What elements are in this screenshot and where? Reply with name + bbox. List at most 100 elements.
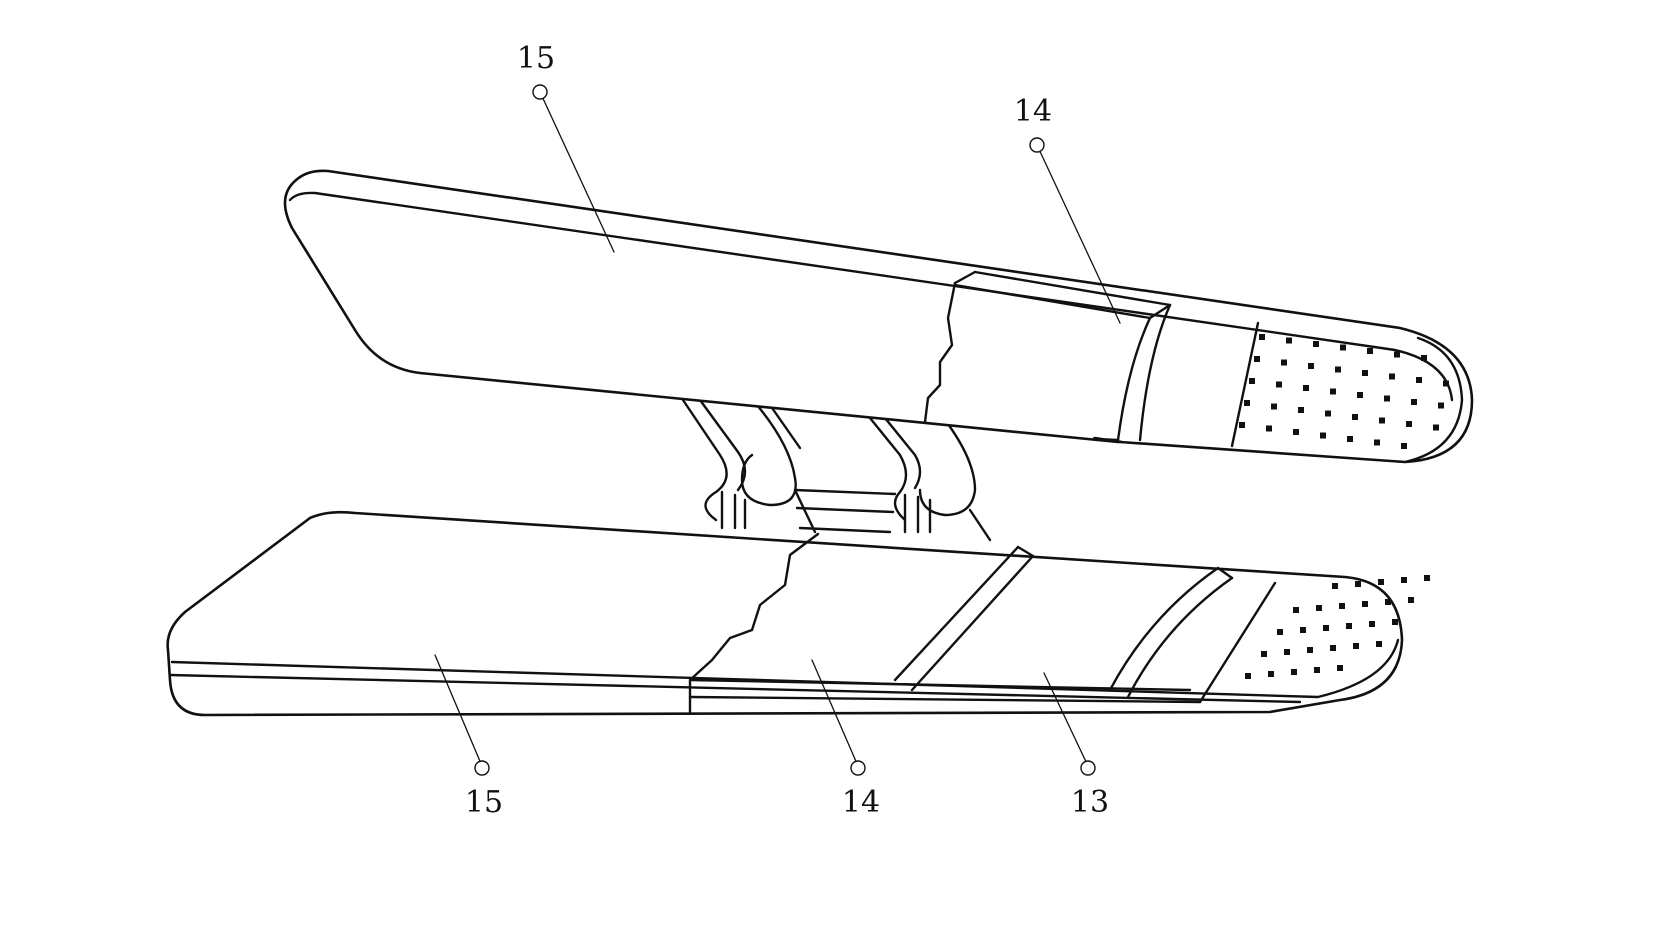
lower-perforation-26 — [1314, 667, 1320, 673]
ref-numeral-top-14: 14 — [1014, 94, 1052, 129]
upper-plate-band-top — [953, 270, 1172, 320]
lower-perforation-15 — [1369, 621, 1375, 627]
upper-perforation-32 — [1266, 425, 1272, 432]
lower-plate-band13-right — [1126, 576, 1234, 699]
hinge-arm-left-inner — [698, 398, 747, 492]
lower-perforation-5 — [1293, 607, 1299, 613]
lower-perforation-27 — [1337, 665, 1343, 671]
upper-perforation-19 — [1357, 392, 1363, 398]
lower-perforation-23 — [1245, 673, 1251, 679]
ref-numeral-bottom-13: 13 — [1071, 785, 1109, 820]
lower-plate-break-line — [688, 532, 820, 714]
upper-perforation-7 — [1254, 356, 1260, 362]
upper-perforation-30 — [1433, 424, 1439, 431]
upper-plate-end-cap — [1403, 336, 1464, 464]
upper-perforation-11 — [1362, 370, 1368, 376]
upper-perforation-0 — [1259, 334, 1265, 340]
hinge-arm-right-inner — [883, 416, 922, 490]
lower-perforation-11 — [1277, 629, 1283, 635]
leader-line-top-15 — [539, 91, 615, 253]
lower-plate-front-face — [688, 678, 1202, 704]
hinge-arm-left-back — [740, 403, 797, 507]
leader-lines — [434, 91, 1121, 767]
hinge-crossbar — [793, 488, 897, 534]
lower-perforation-16 — [1392, 619, 1398, 625]
upper-perforation-34 — [1320, 432, 1326, 439]
upper-perforation-23 — [1244, 400, 1250, 406]
lower-perforation-21 — [1353, 643, 1359, 649]
upper-perforation-16 — [1276, 381, 1282, 388]
upper-plate-band-front — [1116, 303, 1172, 442]
upper-plate — [283, 169, 1474, 464]
lower-perforation-10 — [1408, 597, 1414, 603]
upper-perforation-35 — [1347, 436, 1353, 442]
leader-line-bottom-15 — [434, 654, 483, 767]
lower-plate — [166, 510, 1430, 717]
upper-perforation-8 — [1281, 359, 1287, 366]
ref-numeral-top-15: 15 — [517, 41, 555, 76]
lower-perforation-9 — [1385, 599, 1391, 605]
upper-perforation-25 — [1298, 407, 1304, 413]
lower-perforation-2 — [1378, 579, 1384, 585]
upper-perforation-31 — [1239, 422, 1245, 428]
upper-perforation-26 — [1325, 410, 1331, 417]
upper-perforation-2 — [1313, 341, 1319, 347]
reference-numerals: 15 14 15 14 13 — [465, 41, 1109, 820]
hinge-leg-right — [903, 493, 932, 534]
lower-plate-band13-left — [1108, 566, 1220, 692]
lower-perforation-0 — [1332, 583, 1338, 589]
leader-dot-bottom-14 — [850, 760, 866, 776]
upper-perforation-14 — [1443, 380, 1449, 387]
leader-dots — [474, 84, 1096, 776]
upper-perforation-36 — [1374, 439, 1380, 446]
lower-plate-band-step — [1016, 545, 1035, 558]
lower-perforation-12 — [1300, 627, 1306, 633]
leader-line-bottom-13 — [1043, 672, 1089, 767]
upper-perforation-22 — [1438, 402, 1444, 409]
lower-perforation-3 — [1401, 577, 1407, 583]
leader-line-top-14 — [1036, 144, 1121, 324]
lower-perforation-18 — [1284, 649, 1290, 655]
upper-plate-perforations — [1239, 334, 1449, 449]
hinge-arm-right-outer — [868, 416, 908, 522]
upper-perforation-1 — [1286, 337, 1292, 344]
hinge-foot-right — [968, 508, 992, 542]
lower-perforation-8 — [1362, 601, 1368, 607]
lower-plate-perforations — [1245, 575, 1430, 679]
lower-plate-edge-mid — [168, 673, 1302, 704]
upper-perforation-4 — [1367, 348, 1373, 354]
lower-perforation-17 — [1261, 651, 1267, 657]
hinge-arm-left-outer — [681, 398, 728, 522]
hinge-arm-left-back-inner — [768, 403, 802, 450]
upper-perforation-29 — [1406, 421, 1412, 427]
upper-perforation-5 — [1394, 351, 1400, 358]
upper-perforation-21 — [1411, 399, 1417, 405]
leader-line-bottom-14 — [811, 659, 859, 767]
upper-perforation-3 — [1340, 344, 1346, 351]
lower-plate-band13-step — [1216, 566, 1234, 580]
hinge-arm-right-back — [918, 418, 977, 517]
leader-dot-top-14 — [1029, 137, 1045, 153]
hinge-leg-left — [720, 490, 747, 530]
upper-plate-band-left — [953, 270, 977, 285]
upper-perforation-13 — [1416, 377, 1422, 383]
lower-perforation-7 — [1339, 603, 1345, 609]
upper-plate-band-step — [1148, 303, 1172, 320]
lower-plate-band-diag-2 — [910, 554, 1035, 692]
lower-plate-perf-boundary — [1198, 581, 1277, 704]
lower-perforation-22 — [1376, 641, 1382, 647]
upper-perforation-27 — [1352, 414, 1358, 420]
upper-perforation-20 — [1384, 395, 1390, 402]
lower-plate-band-diag-1 — [893, 545, 1020, 682]
upper-perforation-9 — [1308, 363, 1314, 369]
upper-perforation-37 — [1401, 443, 1407, 449]
upper-perforation-10 — [1335, 366, 1341, 373]
leader-dot-bottom-15 — [474, 760, 490, 776]
upper-perforation-18 — [1330, 388, 1336, 395]
lower-perforation-25 — [1291, 669, 1297, 675]
upper-plate-break-line — [923, 281, 957, 424]
lower-perforation-14 — [1346, 623, 1352, 629]
upper-perforation-33 — [1293, 429, 1299, 435]
hinge-crossbar-end-left — [793, 488, 817, 534]
